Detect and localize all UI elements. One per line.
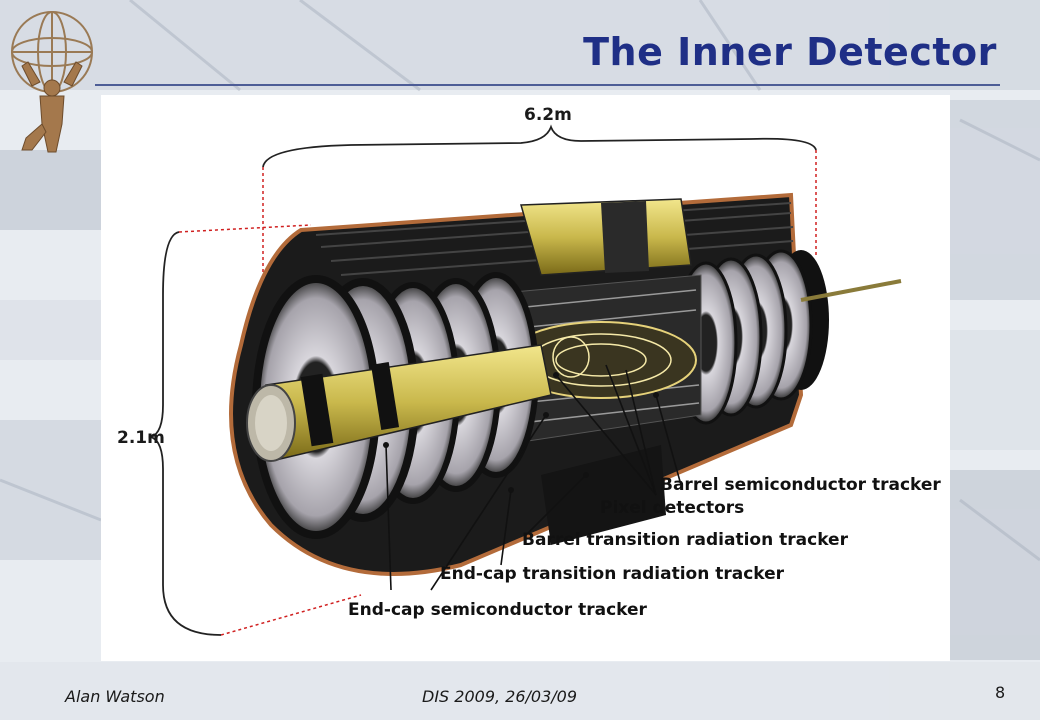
callout-pointers bbox=[385, 364, 682, 591]
inner-detector-diagram bbox=[148, 124, 902, 636]
title-underline bbox=[95, 84, 1000, 86]
length-brace bbox=[262, 124, 817, 168]
diameter-label: 2.1m bbox=[117, 428, 165, 448]
callout-barrel-sct: Barrel semiconductor tracker bbox=[660, 475, 941, 495]
callout-barrel-trt: Barrel transition radiation tracker bbox=[522, 530, 848, 550]
beam-pipe bbox=[800, 279, 902, 302]
callout-endcap-trt: End-cap transition radiation tracker bbox=[440, 564, 785, 584]
slide-title: The Inner Detector bbox=[583, 30, 997, 74]
callout-endcap-sct: End-cap semiconductor tracker bbox=[348, 600, 647, 620]
atlas-logo-icon bbox=[11, 11, 93, 153]
length-label: 6.2m bbox=[524, 105, 572, 125]
footer-event: DIS 2009, 26/03/09 bbox=[422, 687, 578, 706]
length-dimension-lines bbox=[178, 150, 817, 636]
callout-pixel-detectors: Pixel detectors bbox=[600, 498, 745, 518]
page-number: 8 bbox=[995, 683, 1006, 702]
callout-dots bbox=[383, 372, 659, 493]
diameter-brace bbox=[148, 231, 222, 636]
footer-author: Alan Watson bbox=[65, 687, 165, 706]
